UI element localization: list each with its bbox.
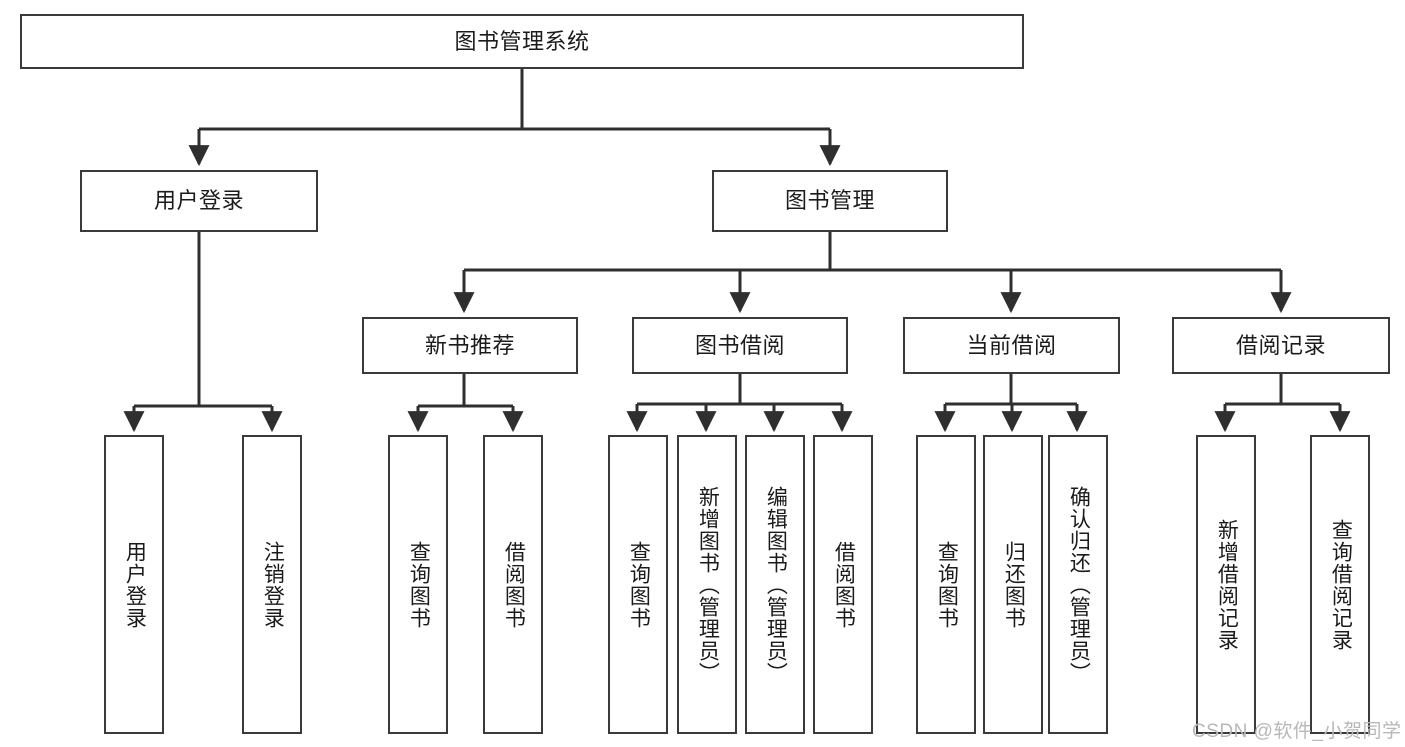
node-leaf-query-book-3-label: 查询图书 — [935, 540, 959, 629]
node-leaf-user-logout-label: 注销登录 — [261, 540, 285, 629]
node-new-book-recommend[interactable]: 新书推荐 — [362, 317, 578, 374]
node-borrow-record-label: 借阅记录 — [1235, 332, 1326, 358]
node-leaf-query-book-3[interactable]: 查询图书 — [916, 435, 976, 734]
node-current-borrow[interactable]: 当前借阅 — [903, 317, 1120, 374]
node-leaf-borrow-book-2[interactable]: 借阅图书 — [813, 435, 873, 734]
node-leaf-return-book-label: 归还图书 — [1002, 540, 1026, 629]
node-leaf-borrow-book-1-label: 借阅图书 — [502, 540, 526, 629]
node-leaf-query-record[interactable]: 查询借阅记录 — [1310, 435, 1370, 734]
node-leaf-user-logout[interactable]: 注销登录 — [242, 435, 302, 734]
node-leaf-return-book[interactable]: 归还图书 — [983, 435, 1043, 734]
node-leaf-borrow-book-1[interactable]: 借阅图书 — [483, 435, 543, 734]
node-leaf-edit-book[interactable]: 编辑图书（管理员） — [745, 435, 805, 734]
node-leaf-confirm-return-label: 确认归还（管理员） — [1067, 485, 1091, 684]
csdn-watermark: CSDN @软件_小贺同学 — [1192, 721, 1402, 742]
node-leaf-edit-book-label: 编辑图书（管理员） — [764, 485, 788, 684]
node-current-borrow-label: 当前借阅 — [966, 332, 1057, 358]
node-leaf-query-book-2-label: 查询图书 — [627, 540, 651, 629]
node-root[interactable]: 图书管理系统 — [20, 14, 1024, 69]
node-book-borrow[interactable]: 图书借阅 — [632, 317, 848, 374]
node-leaf-query-book-1-label: 查询图书 — [407, 540, 431, 629]
node-leaf-user-login[interactable]: 用户登录 — [104, 435, 164, 734]
node-book-management-label: 图书管理 — [784, 188, 875, 214]
node-leaf-add-book-label: 新增图书（管理员） — [696, 485, 720, 684]
node-leaf-confirm-return[interactable]: 确认归还（管理员） — [1048, 435, 1108, 734]
node-book-borrow-label: 图书借阅 — [694, 332, 785, 358]
node-leaf-add-record[interactable]: 新增借阅记录 — [1196, 435, 1256, 734]
node-book-management[interactable]: 图书管理 — [712, 170, 948, 232]
node-user-login-label: 用户登录 — [153, 188, 244, 214]
node-leaf-add-book[interactable]: 新增图书（管理员） — [677, 435, 737, 734]
node-new-book-recommend-label: 新书推荐 — [424, 332, 515, 358]
node-borrow-record[interactable]: 借阅记录 — [1172, 317, 1390, 374]
node-leaf-user-login-label: 用户登录 — [123, 540, 147, 629]
node-root-label: 图书管理系统 — [454, 28, 590, 54]
node-leaf-borrow-book-2-label: 借阅图书 — [832, 540, 856, 629]
node-user-login[interactable]: 用户登录 — [80, 170, 318, 232]
node-leaf-add-record-label: 新增借阅记录 — [1215, 518, 1239, 651]
node-leaf-query-record-label: 查询借阅记录 — [1329, 518, 1353, 651]
node-leaf-query-book-1[interactable]: 查询图书 — [388, 435, 448, 734]
node-leaf-query-book-2[interactable]: 查询图书 — [608, 435, 668, 734]
